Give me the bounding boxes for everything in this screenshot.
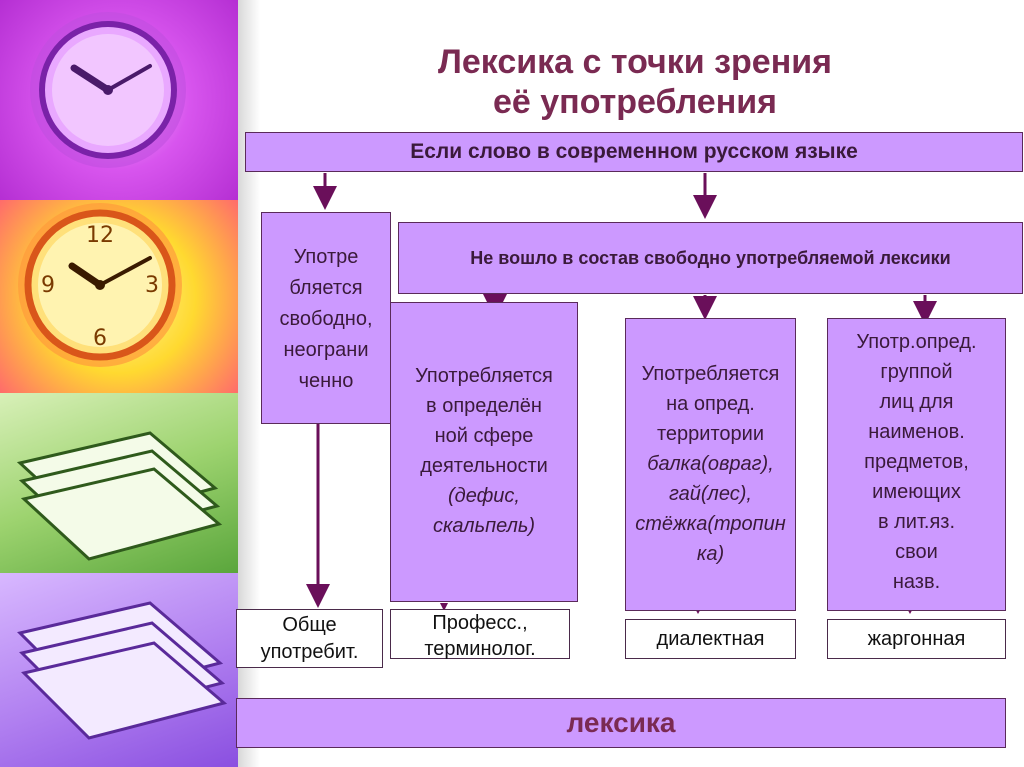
prof-line: в определён [426, 395, 542, 417]
free-line: бляется [289, 277, 363, 299]
free-line: Употре [293, 246, 359, 268]
dial-line: на опред. [666, 393, 755, 415]
jarg-line: в лит.яз. [877, 511, 956, 533]
title-line-1: Лексика с точки зрения [438, 43, 832, 81]
jarg-line: лиц для [879, 391, 954, 413]
dial-example: стёжка(тропин [635, 513, 786, 535]
prof-line: деятельности [420, 455, 548, 477]
label-line: Обще [282, 614, 337, 636]
title-line-2: её употребления [492, 83, 777, 121]
label-line: Професс., [432, 612, 528, 634]
clock-icon [30, 12, 186, 168]
jarg-line: назв. [892, 571, 941, 593]
decorative-image-strip: 12 3 6 9 [0, 0, 238, 767]
free-line: ченно [298, 370, 354, 392]
svg-text:12: 12 [86, 223, 114, 248]
free-line: неограни [283, 339, 369, 361]
dial-line: территории [656, 423, 764, 445]
prof-line: ной сфере [434, 425, 534, 447]
professional-box: Употребляется в определён ной сфере деят… [390, 302, 578, 602]
dial-line: Употребляется [641, 363, 780, 385]
common-usage-label: Обще употребит. [236, 609, 383, 668]
prof-line: Употребляется [415, 365, 553, 387]
jarg-line: наименов. [868, 421, 965, 443]
arrow-to-prof-label [440, 603, 448, 611]
restricted-usage-bar: Не вошло в состав свободно употребляемой… [398, 222, 1023, 294]
svg-text:3: 3 [145, 273, 159, 298]
jarg-line: свои [895, 541, 938, 563]
label-line: употребит. [260, 641, 359, 663]
svg-text:6: 6 [93, 326, 107, 351]
purple-papers-panel [0, 573, 238, 767]
jargon-box: Употр.опред. группой лиц для наименов. п… [827, 318, 1006, 611]
yellow-clock-panel: 12 3 6 9 [0, 200, 238, 393]
svg-text:9: 9 [41, 273, 55, 298]
strip-shadow [238, 0, 260, 767]
dialect-label: диалектная [625, 619, 796, 659]
prof-example: скальпель) [432, 515, 536, 537]
free-usage-box: Употре бляется свободно, неограни ченно [261, 212, 391, 424]
jarg-line: имеющих [872, 481, 961, 503]
lexicon-bar: лексика [236, 698, 1006, 748]
slide-title: Лексика с точки зрения её употребления [330, 42, 940, 122]
prof-example: (дефис, [447, 485, 520, 507]
dialect-box: Употребляется на опред. территории балка… [625, 318, 796, 611]
jarg-line: Употр.опред. [856, 331, 977, 353]
jarg-line: предметов, [864, 451, 969, 473]
professional-label: Професс., терминолог. [390, 609, 570, 660]
restricted-usage-text: Не вошло в состав свободно употребляемой… [470, 247, 951, 268]
dial-example: балка(овраг), [647, 453, 774, 475]
purple-clock-panel [0, 0, 238, 200]
paper-stack-icon [17, 601, 228, 740]
top-condition-bar: Если слово в современном русском языке [245, 132, 1023, 172]
free-line: свободно, [279, 308, 373, 330]
clock-icon: 12 3 6 9 [18, 203, 182, 367]
jarg-line: группой [880, 361, 953, 383]
jargon-label: жаргонная [827, 619, 1006, 659]
dial-example: ка) [696, 543, 725, 565]
paper-stack-icon [16, 431, 223, 561]
label-line: терминолог. [424, 638, 536, 660]
dial-example: гай(лес), [669, 483, 752, 505]
green-papers-panel [0, 393, 238, 573]
